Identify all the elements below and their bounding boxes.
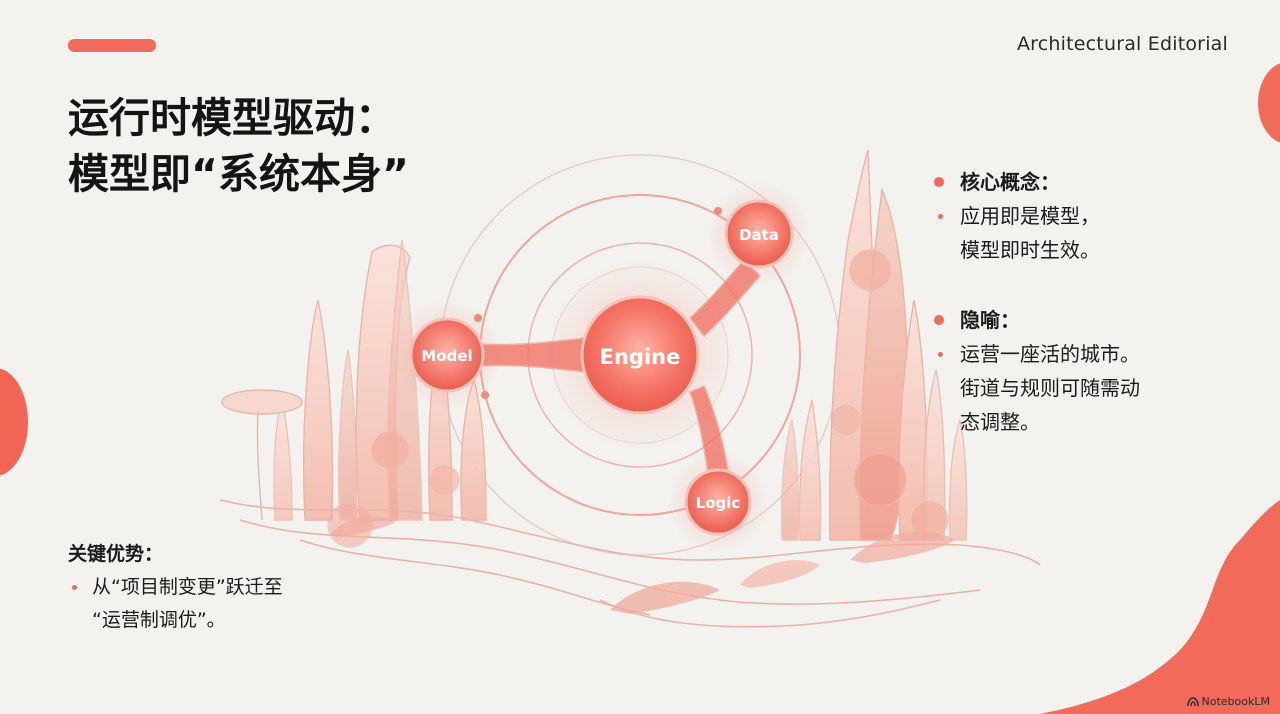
key-advantage-heading: 关键优势： — [68, 538, 398, 571]
metaphor-item: 运营一座活的城市。 街道与规则可随需动 态调整。 — [934, 337, 1234, 439]
key-advantage-item: 从“项目制变更”跃迁至 “运营制调优”。 — [68, 571, 398, 637]
key-advantage-panel: 关键优势： 从“项目制变更”跃迁至 “运营制调优”。 — [68, 538, 398, 637]
model-label: Model — [421, 347, 472, 365]
watermark-label: NotebookLM — [1202, 695, 1270, 708]
core-concept-line-1: 应用即是模型， — [960, 199, 1234, 233]
engine-label: Engine — [600, 345, 681, 369]
metaphor-heading: 隐喻： — [934, 303, 1234, 337]
orbit-dot — [474, 314, 482, 322]
orbit-dot — [481, 391, 489, 399]
core-concept-item: 应用即是模型， 模型即时生效。 — [934, 199, 1234, 267]
metaphor-line-2: 街道与规则可随需动 — [960, 371, 1234, 405]
core-concept-line-2: 模型即时生效。 — [960, 233, 1234, 267]
metaphor-line-3: 态调整。 — [960, 405, 1234, 439]
data-label: Data — [739, 226, 779, 244]
core-concept-heading: 核心概念： — [934, 165, 1234, 199]
key-advantage-line-1: 从“项目制变更”跃迁至 — [92, 571, 398, 604]
orbit-dot — [714, 207, 722, 215]
notebooklm-watermark: NotebookLM — [1187, 695, 1270, 708]
metaphor-line-1: 运营一座活的城市。 — [960, 337, 1234, 371]
right-panel: 核心概念： 应用即是模型， 模型即时生效。 隐喻： 运营一座活的城市。 街道与规… — [934, 165, 1234, 439]
notebooklm-logo-icon — [1187, 697, 1199, 707]
key-advantage-line-2: “运营制调优”。 — [92, 604, 398, 637]
logic-label: Logic — [696, 494, 741, 512]
